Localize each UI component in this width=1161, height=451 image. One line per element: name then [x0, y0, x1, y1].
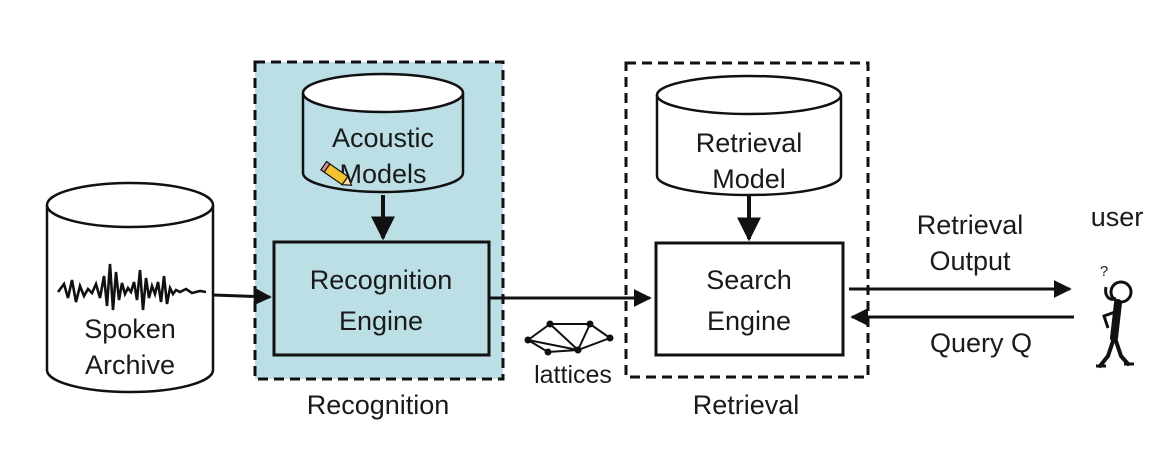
- arrow-archive-to-recognition: [212, 287, 272, 306]
- query-label: Query Q: [930, 328, 1032, 358]
- search-engine-label-line2: Engine: [707, 306, 791, 336]
- retrieval-group-box: [624, 61, 870, 379]
- pencil-cursor-icon: [320, 160, 353, 186]
- lattices-label: lattices: [534, 361, 612, 389]
- retrieval-output-label-line2: Output: [929, 246, 1011, 276]
- user-thought-mark: ?: [1100, 263, 1108, 280]
- waveform-icon: [56, 263, 207, 311]
- retrieval-model-cylinder: Retrieval Model: [655, 74, 843, 197]
- retrieval-model-label-line1: Retrieval: [696, 128, 803, 158]
- acoustic-models-label-line1: Acoustic: [332, 123, 434, 153]
- lattice-graph-icon: [524, 320, 614, 356]
- recognition-engine-box: Recognition Engine: [272, 240, 491, 357]
- spoken-archive-label-line2: Archive: [85, 350, 175, 380]
- search-engine-box: Search Engine: [654, 241, 845, 357]
- recognition-engine-label-line1: Recognition: [310, 265, 453, 295]
- spoken-archive-label-line1: Spoken: [84, 314, 176, 344]
- recognition-engine-label-line2: Engine: [339, 306, 423, 336]
- retrieval-output-label-line1: Retrieval: [917, 210, 1024, 240]
- user-label: user: [1091, 202, 1144, 232]
- acoustic-models-label-line2: Models: [339, 159, 426, 189]
- retrieval-group: Retrieval: [624, 61, 870, 420]
- retrieval-model-label-line2: Model: [712, 164, 786, 194]
- acoustic-models-cylinder: Acoustic Models: [301, 72, 465, 194]
- thinking-user-icon: ?: [1096, 263, 1134, 368]
- spoken-archive-cylinder: Spoken Archive: [45, 181, 215, 394]
- retrieval-group-label: Retrieval: [693, 390, 800, 420]
- recognition-group-label: Recognition: [307, 390, 450, 420]
- search-engine-label-line1: Search: [706, 265, 792, 295]
